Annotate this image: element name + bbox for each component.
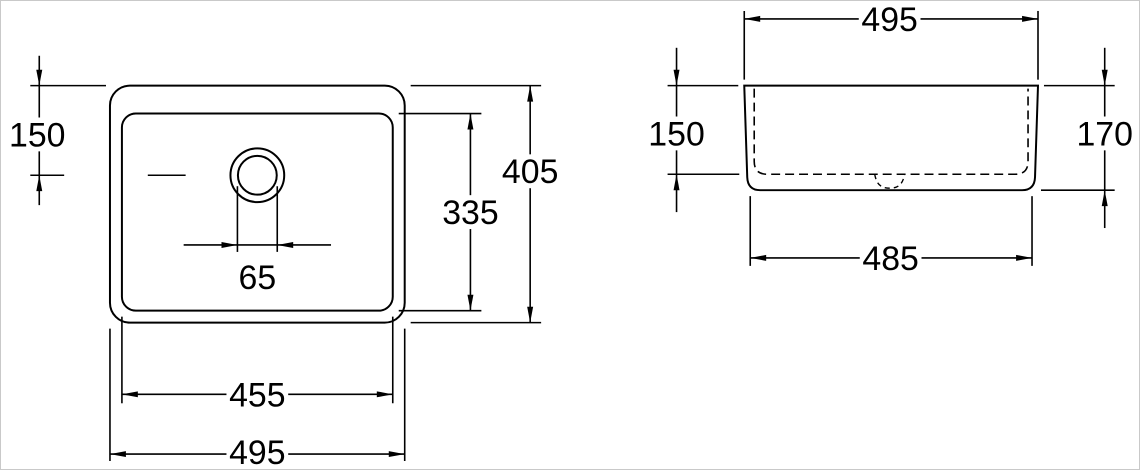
dim-label-bottom-width: 485 [862,240,918,278]
drain-hidden-edge [874,174,906,189]
dim-label-basin-height: 150 [648,115,704,153]
dim-150-top-view: 150 [6,55,106,206]
dim-label-basin-depth: 335 [442,194,498,232]
dim-150-front-view: 150 [645,47,740,213]
dim-label-rim-to-drain: 150 [9,116,65,154]
dim-170-front-view: 170 [1040,47,1136,229]
dim-455-top-view: 455 [121,316,394,414]
dim-405-top-view: 405 [410,84,562,324]
sink-outer-rim-outline [108,84,406,324]
dim-495-top-view: 495 [109,328,406,469]
dim-label-overall-depth: 405 [502,153,558,191]
drain-outer-circle [229,147,286,204]
sink-basin-edge-outline [120,112,394,312]
dim-label-basin-width: 455 [229,376,285,414]
dim-label-overall-width: 495 [229,434,285,469]
dim-335-top-view: 335 [398,112,502,312]
dim-label-top-width: 495 [861,1,917,39]
dim-label-overall-height: 170 [1076,115,1132,153]
dim-label-drain: 65 [239,259,277,297]
dim-485-front-view: 485 [749,196,1033,278]
dim-65-top-view: 65 [183,186,332,297]
basin-hidden-edge [753,88,1029,176]
sink-front-outline [743,84,1040,192]
front-view [743,84,1040,192]
dim-495-front-view: 495 [743,1,1039,80]
top-view [108,84,406,324]
drain-inner-circle [236,154,278,196]
